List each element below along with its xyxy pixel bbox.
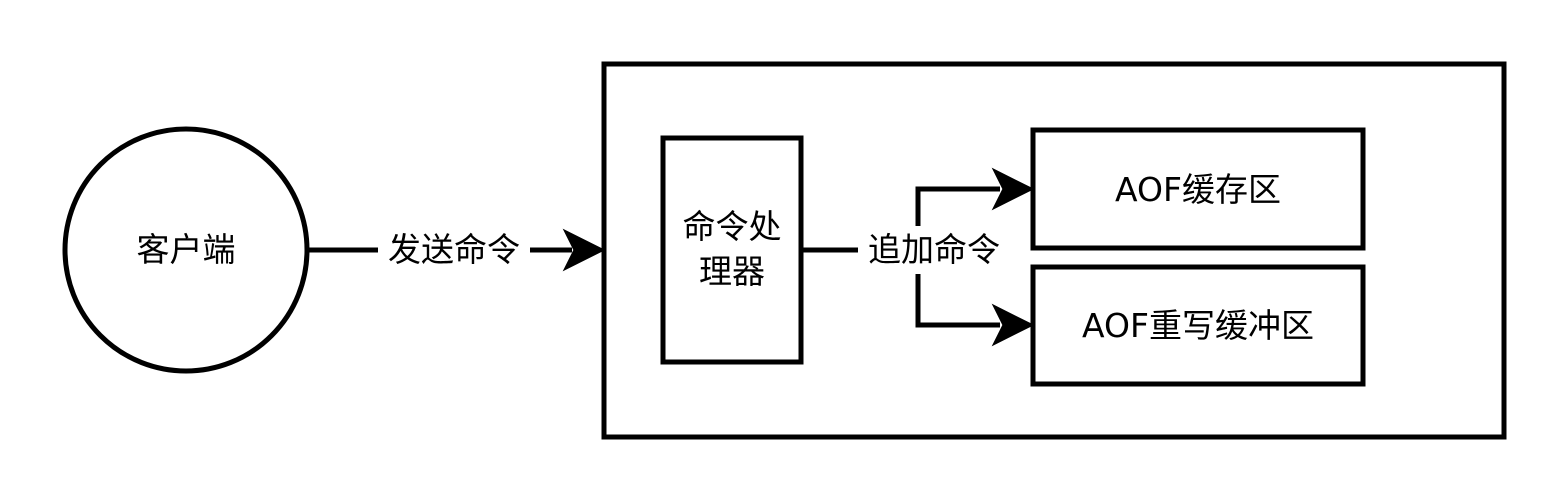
- send-command-arrowhead: [562, 228, 606, 272]
- append-command-arrowhead-top: [991, 167, 1035, 211]
- processor-box: [660, 135, 804, 365]
- client-circle: [62, 126, 310, 374]
- client-label: 客户端: [136, 230, 236, 270]
- send-command-label: 发送命令: [378, 226, 530, 274]
- append-command-arrowhead-bottom: [991, 303, 1035, 347]
- aof-buffer-box: [1030, 127, 1366, 251]
- processor-label: 命令处 理器: [682, 207, 782, 291]
- aof-buffer-label: AOF缓存区: [1115, 170, 1281, 210]
- append-command-label: 追加命令: [858, 226, 1010, 274]
- append-command-edge-branch-bottom: [915, 250, 1000, 328]
- aof-rewrite-buffer-box: [1030, 264, 1366, 387]
- aof-rewrite-buffer-label: AOF重写缓冲区: [1082, 306, 1314, 346]
